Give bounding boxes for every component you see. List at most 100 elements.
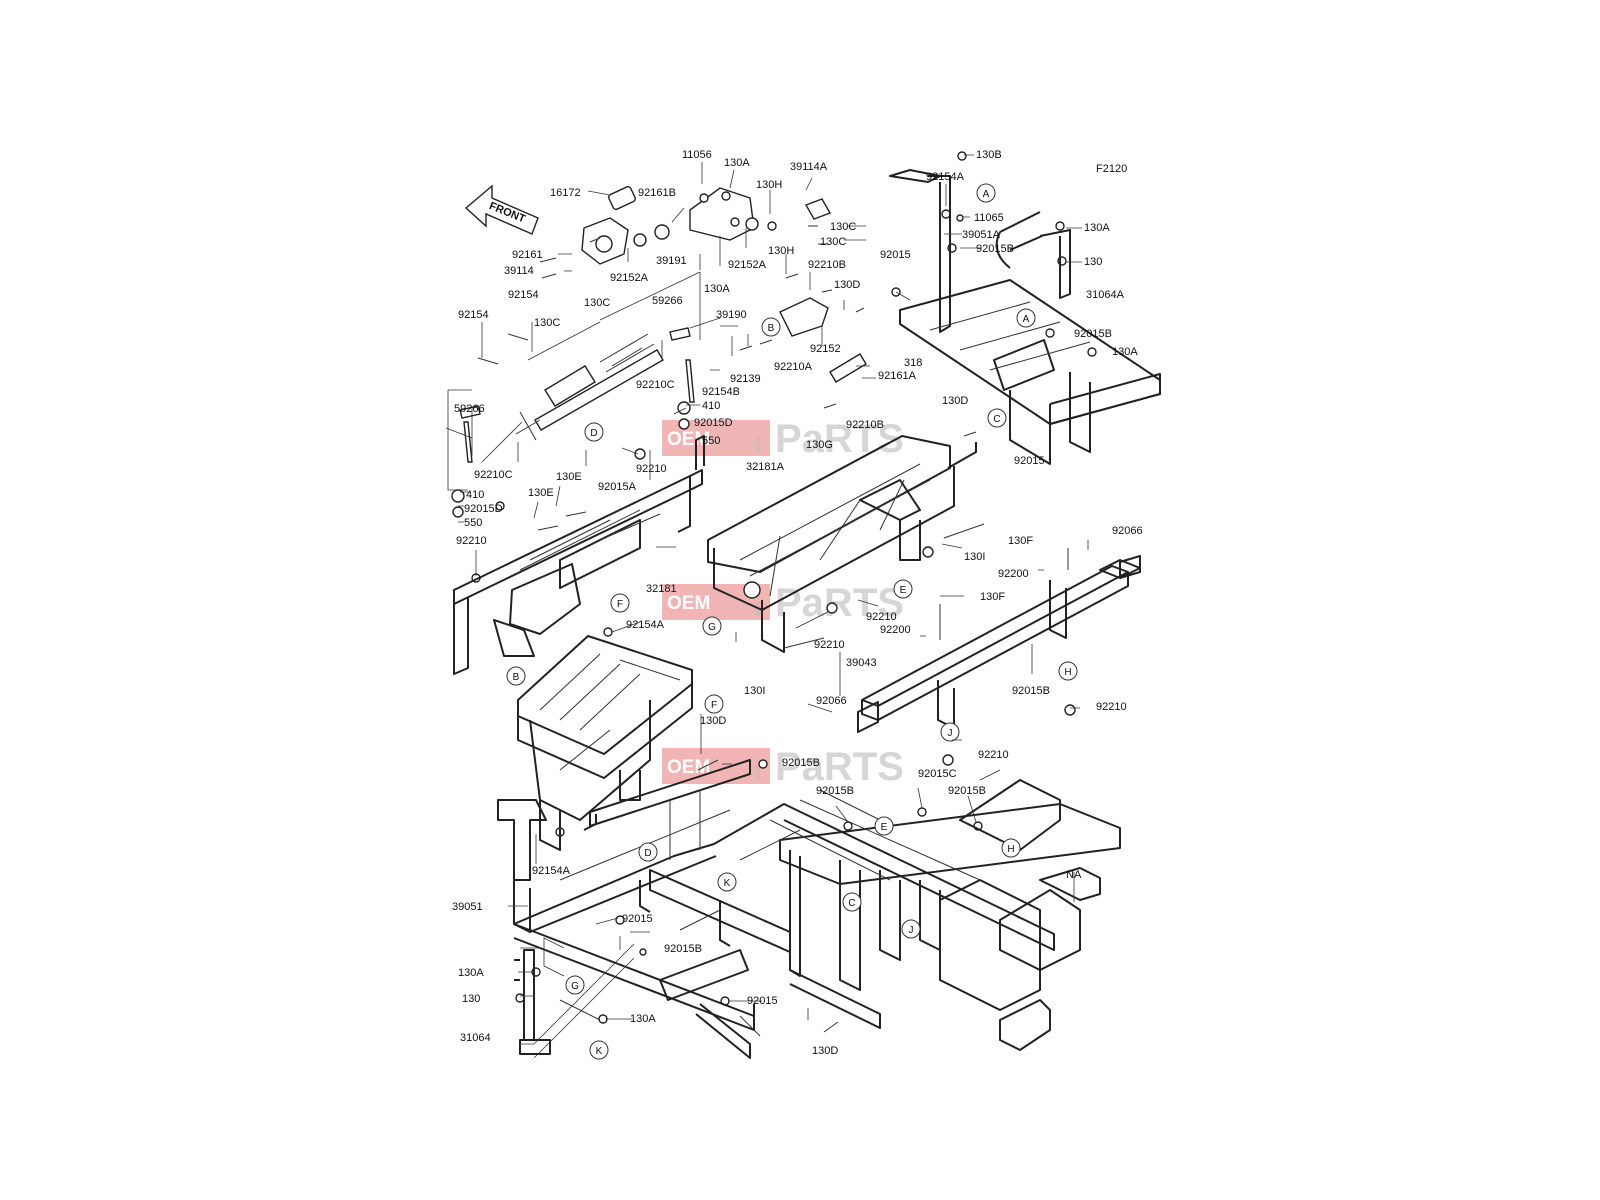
part-label[interactable]: 92161B	[638, 187, 676, 199]
part-label[interactable]: 92015D	[694, 417, 733, 429]
part-label[interactable]: 92161A	[878, 370, 917, 382]
part-label[interactable]: 318	[904, 357, 922, 369]
part-label[interactable]: 130A	[1084, 222, 1110, 234]
tie-rods	[459, 327, 695, 463]
part-label[interactable]: 39190	[716, 309, 747, 321]
part-label[interactable]: 92154B	[702, 386, 740, 398]
svg-text:B: B	[768, 323, 775, 334]
svg-text:C: C	[993, 414, 1000, 425]
part-label[interactable]: 92015B	[1012, 685, 1050, 697]
part-label[interactable]: 92015A	[598, 481, 637, 493]
part-label[interactable]: 92154	[508, 289, 539, 301]
part-label[interactable]: 92152	[810, 343, 841, 355]
part-label[interactable]: 550	[702, 435, 720, 447]
part-label[interactable]: 92210	[636, 463, 667, 475]
part-label[interactable]: 130F	[1008, 535, 1033, 547]
svg-text:C: C	[848, 898, 855, 909]
part-label[interactable]: 92015B	[816, 785, 854, 797]
part-label[interactable]: 130I	[964, 551, 985, 563]
part-label[interactable]: 92015B	[1074, 328, 1112, 340]
part-label[interactable]: 92210C	[474, 469, 513, 481]
part-label[interactable]: 92015C	[918, 768, 957, 780]
part-label[interactable]: 130A	[458, 967, 484, 979]
part-label[interactable]: 92161	[512, 249, 543, 261]
part-label[interactable]: 130C	[534, 317, 560, 329]
part-label[interactable]: 92015	[880, 249, 911, 261]
part-label[interactable]: 130C	[830, 221, 856, 233]
part-label[interactable]: 130E	[528, 487, 554, 499]
part-label[interactable]: 130D	[700, 715, 726, 727]
part-label[interactable]: 130A	[1112, 346, 1138, 358]
part-label[interactable]: 130C	[584, 297, 610, 309]
part-label[interactable]: 130H	[768, 245, 794, 257]
svg-text:H: H	[1064, 667, 1071, 678]
part-label[interactable]: 130H	[756, 179, 782, 191]
part-label[interactable]: 92200	[998, 568, 1029, 580]
svg-text:K: K	[596, 1046, 603, 1057]
part-label[interactable]: 130A	[704, 283, 730, 295]
part-label[interactable]: 32181	[646, 583, 677, 595]
part-label[interactable]: 92210	[1096, 701, 1127, 713]
part-label[interactable]: 92210B	[846, 419, 884, 431]
part-label[interactable]: 31064A	[1086, 289, 1125, 301]
part-label[interactable]: 11056	[682, 149, 712, 161]
part-label[interactable]: 92015	[622, 913, 653, 925]
part-label[interactable]: 16172	[550, 187, 581, 199]
part-label[interactable]: 410	[466, 489, 484, 501]
part-label[interactable]: 410	[702, 400, 720, 412]
part-label[interactable]: 130D	[942, 395, 968, 407]
part-label[interactable]: 32181A	[746, 461, 785, 473]
part-label[interactable]: 130I	[744, 685, 765, 697]
part-label[interactable]: 39191	[656, 255, 687, 267]
part-label[interactable]: 92015B	[976, 243, 1014, 255]
part-label[interactable]: 39043	[846, 657, 877, 669]
part-label[interactable]: 130G	[806, 439, 833, 451]
svg-text:A: A	[983, 189, 990, 200]
part-label[interactable]: 130D	[834, 279, 860, 291]
part-label[interactable]: 92210A	[774, 361, 813, 373]
part-label[interactable]: 92015D	[464, 503, 503, 515]
part-label[interactable]: 39051	[452, 901, 483, 913]
part-label[interactable]: 130D	[812, 1045, 838, 1057]
part-label[interactable]: 39114	[504, 265, 534, 277]
part-label[interactable]: 92139	[730, 373, 761, 385]
part-label[interactable]: 11065	[974, 212, 1004, 224]
part-label[interactable]: 92210C	[636, 379, 675, 391]
part-label[interactable]: 92210B	[808, 259, 846, 271]
part-label[interactable]: NA	[1066, 869, 1082, 881]
part-label[interactable]: 92015	[747, 995, 778, 1007]
steering-rack	[515, 333, 664, 441]
part-label[interactable]: 130C	[820, 236, 846, 248]
part-label[interactable]: 92154A	[532, 865, 571, 877]
part-label[interactable]: 59266	[652, 295, 683, 307]
part-label[interactable]: 92066	[1112, 525, 1143, 537]
part-label[interactable]: 130	[1084, 256, 1102, 268]
part-label[interactable]: 92152A	[610, 272, 649, 284]
part-label[interactable]: 92210	[456, 535, 487, 547]
part-label[interactable]: 92066	[816, 695, 847, 707]
part-label[interactable]: 92210	[814, 639, 845, 651]
part-label[interactable]: 92210	[978, 749, 1009, 761]
part-label[interactable]: 130E	[556, 471, 582, 483]
part-label[interactable]: 92154	[458, 309, 489, 321]
part-label[interactable]: 130	[462, 993, 480, 1005]
part-label[interactable]: 92210	[866, 611, 897, 623]
part-label[interactable]: 92154A	[626, 619, 665, 631]
part-label[interactable]: 31064	[460, 1032, 491, 1044]
part-label[interactable]: 92152A	[728, 259, 767, 271]
part-label[interactable]: 550	[464, 517, 482, 529]
part-label[interactable]: 39051A	[962, 229, 1001, 241]
part-label[interactable]: F2120	[1096, 163, 1127, 175]
part-label[interactable]: 130A	[630, 1013, 656, 1025]
part-label[interactable]: 92015B	[948, 785, 986, 797]
part-label[interactable]: 92015B	[782, 757, 820, 769]
part-label[interactable]: 92200	[880, 624, 911, 636]
part-label[interactable]: 59266	[454, 403, 485, 415]
part-label[interactable]: 130A	[724, 157, 750, 169]
part-label[interactable]: 130F	[980, 591, 1005, 603]
part-label[interactable]: 92015B	[664, 943, 702, 955]
part-label[interactable]: 92154A	[926, 171, 965, 183]
part-label[interactable]: 39114A	[790, 161, 828, 173]
part-label[interactable]: 130B	[976, 149, 1002, 161]
part-label[interactable]: 92015	[1014, 455, 1045, 467]
